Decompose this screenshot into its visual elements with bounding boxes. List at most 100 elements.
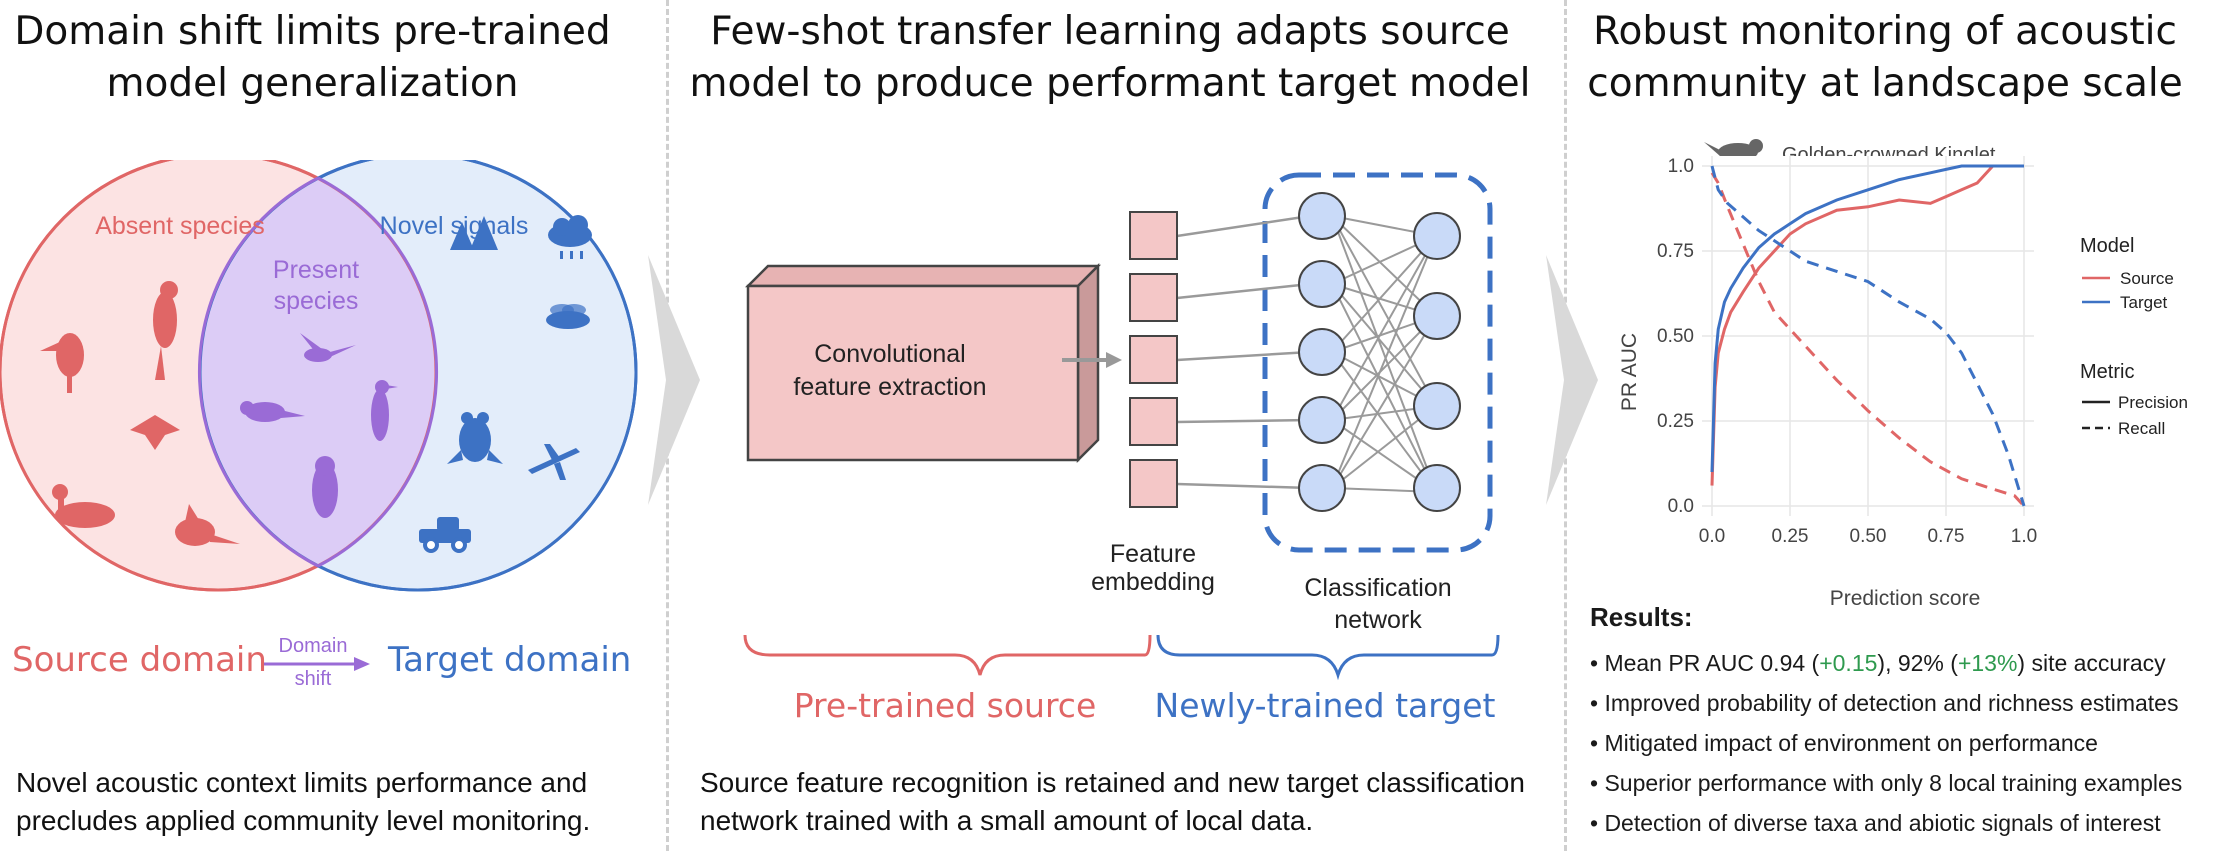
- result-text: ), 92% (: [1877, 650, 1958, 676]
- arrow-right-icon: [1106, 352, 1122, 368]
- network-node: [1413, 212, 1461, 260]
- classification-label: Classification network: [1268, 572, 1488, 636]
- result-gain-auc: +0.15: [1819, 650, 1878, 676]
- hummingbird-icon: [300, 333, 356, 362]
- y-tick-label: 0.25: [1657, 411, 1694, 432]
- rain-cloud-icon: [548, 215, 592, 259]
- domain-shift-label-2: shift: [294, 668, 332, 690]
- panel3-title-line2: community at landscape scale: [1587, 61, 2183, 106]
- series-source-precision: [1710, 164, 1994, 486]
- results-section: Results: • Mean PR AUC 0.94 (+0.15), 92%…: [1590, 602, 2210, 843]
- panel3-title-line1: Robust monitoring of acoustic: [1593, 9, 2177, 54]
- embedding-node: [1129, 459, 1178, 508]
- panel1-title: Domain shift limits pre-trained model ge…: [0, 6, 625, 110]
- arrow-right-icon: [264, 657, 370, 671]
- domain-shift-label-1: Domain: [278, 635, 348, 657]
- legend-target-label: Target: [2120, 293, 2168, 312]
- classification-box: [1262, 172, 1493, 553]
- panel2-title-line2: model to produce performant target model: [689, 61, 1531, 106]
- series-source-recall: [1710, 172, 2026, 508]
- target-domain-label: Target domain: [388, 640, 632, 680]
- network-node: [1413, 464, 1461, 512]
- panel1-title-line2: model generalization: [106, 61, 519, 106]
- result-item: • Superior performance with only 8 local…: [1590, 763, 2210, 803]
- y-tick-label: 1.0: [1668, 156, 1694, 177]
- present-species-label-2: species: [274, 287, 359, 315]
- x-tick-label: 0.0: [1699, 526, 1725, 547]
- series-target-recall: [1710, 165, 2026, 507]
- newly-trained-brace: [1156, 634, 1500, 681]
- absent-species-label: Absent species: [95, 212, 265, 240]
- panel2-caption: Source feature recognition is retained a…: [700, 764, 1560, 840]
- pretrained-source-label: Pre-trained source: [793, 686, 1097, 725]
- cardinal-icon: [175, 504, 240, 546]
- result-text: • Superior performance with only 8 local…: [1590, 770, 2183, 796]
- result-gain-accuracy: +13%: [1957, 650, 2018, 676]
- truck-icon: [419, 517, 471, 553]
- chevron-right-icon: [1546, 255, 1598, 505]
- perched-bird-icon: [153, 281, 178, 380]
- result-text: • Mean PR AUC 0.94 (: [1590, 650, 1820, 676]
- embedding-node: [1129, 335, 1178, 384]
- network-node: [1298, 260, 1346, 308]
- feature-label-1: Feature: [1110, 540, 1196, 568]
- network-node: [1298, 464, 1346, 512]
- result-text: • Detection of diverse taxa and abiotic …: [1590, 810, 2161, 836]
- legend-recall-label: Recall: [2118, 419, 2165, 438]
- chevron-right-icon: [648, 255, 700, 505]
- toucan-icon: [40, 333, 84, 393]
- embedding-node: [1129, 397, 1178, 446]
- embedding-node: [1129, 273, 1178, 322]
- series-target-precision: [1710, 164, 2024, 473]
- network-node: [1298, 328, 1346, 376]
- x-tick-label: 0.75: [1928, 526, 1965, 547]
- braces: [743, 634, 1500, 681]
- classification-label-2: network: [1334, 606, 1422, 634]
- network-node: [1298, 396, 1346, 444]
- x-tick-label: 1.0: [2011, 526, 2037, 547]
- y-tick-label: 0.75: [1657, 241, 1694, 262]
- network-node: [1413, 292, 1461, 340]
- results-list: • Mean PR AUC 0.94 (+0.15), 92% (+13%) s…: [1590, 643, 2210, 843]
- panel1-caption: Novel acoustic context limits performanc…: [16, 764, 636, 840]
- insect-icon: [546, 304, 590, 329]
- duck-icon: [52, 484, 115, 528]
- classification-label-1: Classification: [1304, 574, 1452, 602]
- airplane-icon: [528, 444, 580, 480]
- pretrained-brace: [743, 634, 1152, 676]
- newly-trained-target-label: Newly-trained target: [1154, 686, 1496, 725]
- network-node: [1413, 382, 1461, 430]
- panel3-title: Robust monitoring of acoustic community …: [1560, 6, 2210, 110]
- result-item: • Mitigated impact of environment on per…: [1590, 723, 2210, 763]
- venn-diagram: Absent species Novel signals Present spe…: [0, 160, 638, 592]
- y-tick-label: 0.0: [1668, 496, 1694, 517]
- x-tick-label: 0.50: [1850, 526, 1887, 547]
- panel1-title-line1: Domain shift limits pre-trained: [14, 9, 611, 54]
- result-item: • Detection of diverse taxa and abiotic …: [1590, 803, 2210, 843]
- flying-bird-icon: [130, 415, 180, 450]
- trees-icon: [450, 216, 498, 250]
- y-tick-label: 0.50: [1657, 326, 1694, 347]
- result-item: • Mean PR AUC 0.94 (+0.15), 92% (+13%) s…: [1590, 643, 2210, 683]
- owl-icon: [312, 456, 338, 518]
- present-species-label-1: Present: [273, 256, 359, 284]
- x-tick-label: 0.25: [1772, 526, 1809, 547]
- pr-auc-chart: Golden-crowned Kinglet 0.00.250.500.751.…: [1618, 139, 2188, 610]
- y-axis-label: PR AUC: [1618, 333, 1641, 411]
- feature-label-2: embedding: [1091, 568, 1215, 596]
- panel1-caption-line1: Novel acoustic context limits performanc…: [16, 767, 588, 798]
- panel2-caption-line2: network trained with a small amount of l…: [700, 805, 1314, 836]
- network-node: [1298, 192, 1346, 240]
- transfer-network-diagram: Convolutional feature extraction: [744, 172, 1493, 568]
- present-region: [200, 160, 436, 590]
- panel2-title-line1: Few-shot transfer learning adapts source: [710, 9, 1510, 54]
- legend-model-title: Model: [2080, 235, 2134, 257]
- result-text: • Improved probability of detection and …: [1590, 690, 2179, 716]
- songbird-icon: [240, 401, 305, 422]
- frog-icon: [447, 412, 503, 464]
- source-domain-label: Source domain: [12, 640, 267, 680]
- legend-precision-label: Precision: [2118, 393, 2188, 412]
- legend-metric-title: Metric: [2080, 361, 2134, 383]
- result-text: ) site accuracy: [2017, 650, 2166, 676]
- results-heading: Results:: [1590, 602, 1693, 632]
